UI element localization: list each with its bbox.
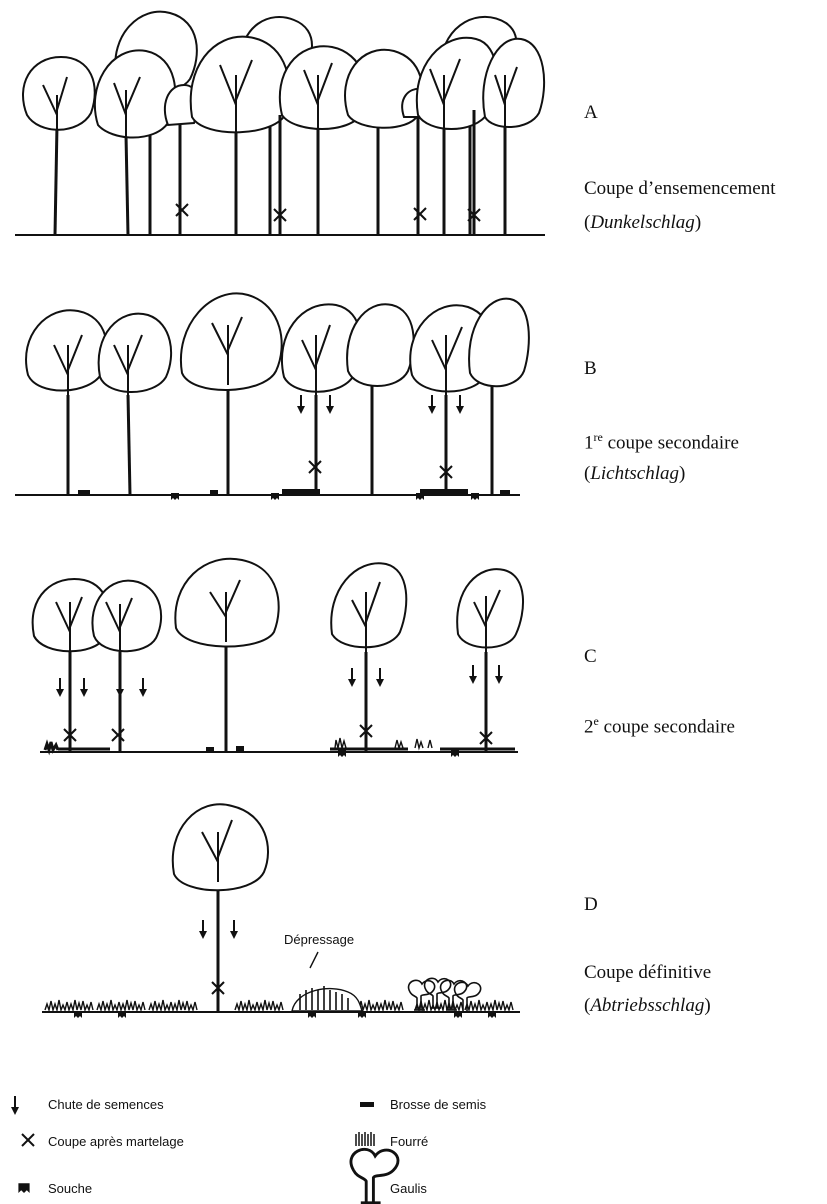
panel-a-subtitle: (Dunkelschlag) <box>584 212 701 234</box>
arrow-down-icon <box>495 665 503 684</box>
stump-icon <box>118 1011 126 1018</box>
panel-b-title-rest: coupe secondaire <box>603 432 739 453</box>
legend-seedling-brush: Brosse de semis <box>390 1097 486 1112</box>
arrow-down-icon <box>297 395 305 414</box>
arrow-down-icon <box>199 920 207 939</box>
panel-d-letter: D <box>584 894 598 916</box>
cross-icon <box>112 729 124 741</box>
panel-b-letter: B <box>584 358 597 380</box>
stump-icon <box>18 1183 29 1193</box>
stump-icon <box>471 493 479 500</box>
legend-stump: Souche <box>48 1181 92 1196</box>
arrow-down-icon <box>139 678 147 697</box>
legend-cut-after-marking: Coupe après martelage <box>48 1134 184 1149</box>
stump-icon <box>451 750 459 757</box>
depressage-annotation: Dépressage <box>284 932 354 947</box>
arrow-down-icon <box>116 678 124 697</box>
panel-a-title: Coupe d’ensemencement <box>584 178 776 200</box>
panel-b-title-number: 1 <box>584 432 594 453</box>
arrow-down-icon <box>326 395 334 414</box>
panel-d-title: Coupe définitive <box>584 962 711 984</box>
stump-icon <box>308 1011 316 1018</box>
panel-c-title-rest: coupe secondaire <box>599 716 735 737</box>
panel-c-drawing <box>33 559 523 757</box>
stump-icon <box>454 1011 462 1018</box>
panel-d-drawing <box>42 804 520 1018</box>
panel-a-drawing <box>15 12 545 235</box>
panel-b-title-sup: re <box>594 430 603 444</box>
arrow-down-icon <box>56 678 64 697</box>
stump-icon <box>416 493 424 500</box>
panel-a-letter: A <box>584 102 598 124</box>
panel-b-title: 1re coupe secondaire <box>584 430 739 454</box>
arrow-down-icon <box>469 665 477 684</box>
panel-c-title-number: 2 <box>584 716 594 737</box>
annotation-pointer <box>310 952 318 968</box>
arrow-down-icon <box>80 678 88 697</box>
stump-icon <box>74 1011 82 1018</box>
arrow-down-icon <box>348 668 356 687</box>
stump-icon <box>271 493 279 500</box>
stump-icon <box>171 493 179 500</box>
panel-b-subtitle: (Lichtschlag) <box>584 463 685 485</box>
legend-sapling: Gaulis <box>390 1181 427 1196</box>
panel-c-letter: C <box>584 646 597 668</box>
cross-icon <box>414 208 426 220</box>
arrow-down-icon <box>376 668 384 687</box>
arrow-down-icon <box>230 920 238 939</box>
arrow-down-icon <box>456 395 464 414</box>
panel-d-subtitle: (Abtriebsschlag) <box>584 995 711 1017</box>
panel-b-drawing <box>15 293 529 500</box>
seedling-brush-icon <box>360 1102 374 1107</box>
stump-icon <box>488 1011 496 1018</box>
legend-seed-fall: Chute de semences <box>48 1097 164 1112</box>
panel-b-subtitle-text: Lichtschlag <box>590 463 679 484</box>
cross-icon <box>176 204 188 216</box>
arrow-down-icon <box>428 395 436 414</box>
panel-c-title: 2e coupe secondaire <box>584 714 735 738</box>
stump-icon <box>338 750 346 757</box>
thicket-icon <box>356 1132 374 1146</box>
arrow-down-icon <box>11 1096 19 1115</box>
panel-a-subtitle-text: Dunkelschlag <box>590 212 694 233</box>
cross-icon <box>22 1134 34 1146</box>
stump-icon <box>358 1011 366 1018</box>
panel-d-subtitle-text: Abtriebsschlag <box>590 995 704 1016</box>
legend-thicket: Fourré <box>390 1134 428 1149</box>
